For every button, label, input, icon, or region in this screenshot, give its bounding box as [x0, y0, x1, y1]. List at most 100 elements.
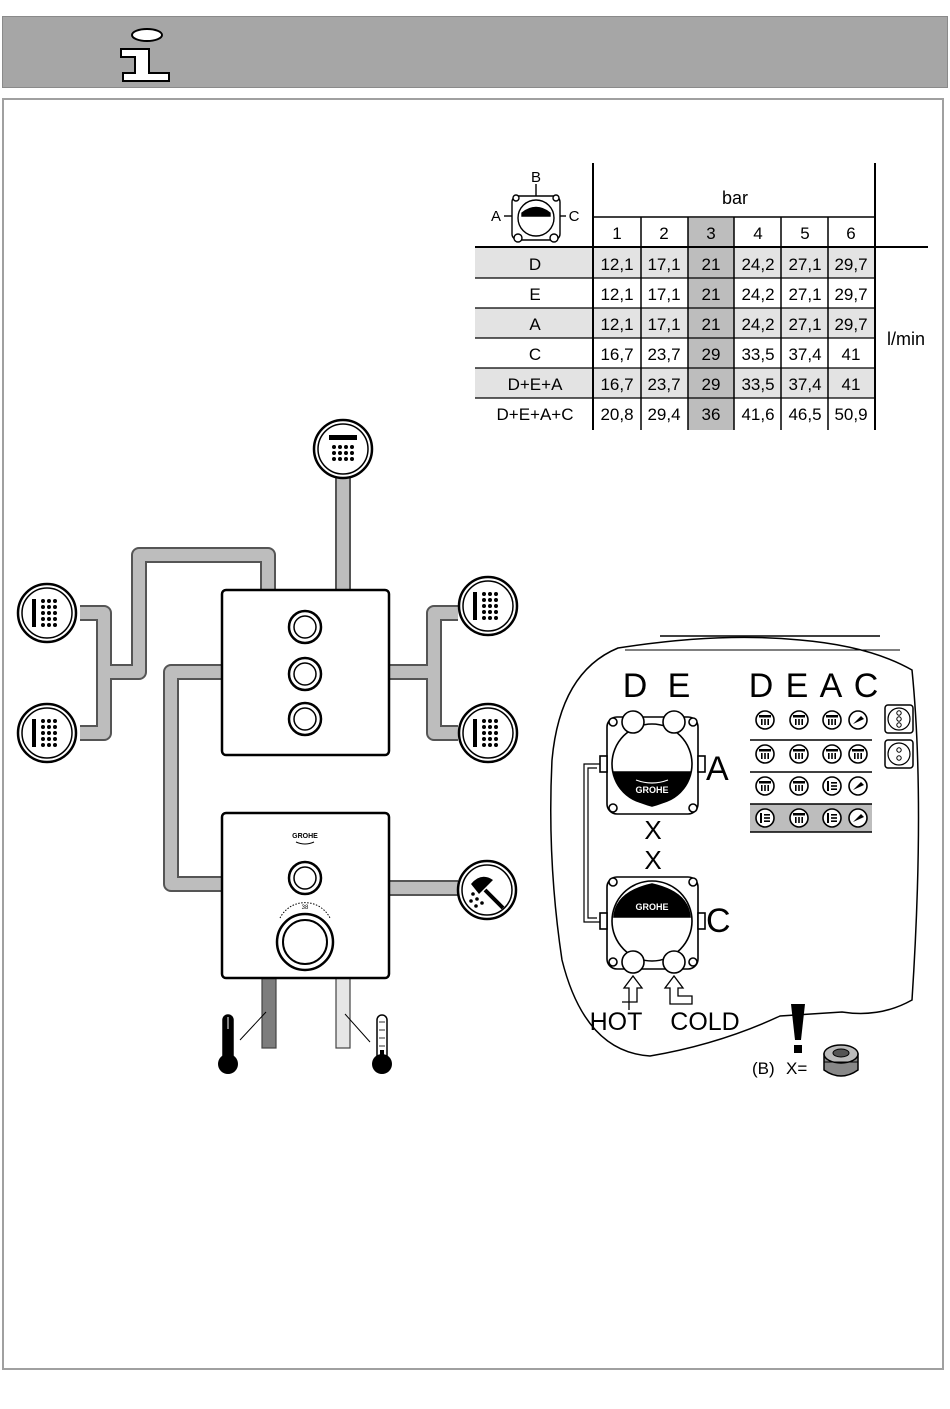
installation-detail: D E GROHE A X X GROHE C: [551, 636, 919, 1078]
grohe-logo: GROHE: [635, 785, 668, 795]
overhead-mini-icon: [790, 809, 808, 827]
lower-valve-body: [600, 877, 705, 973]
matrix-header-d: D: [749, 667, 774, 705]
column-header: 1: [612, 224, 621, 243]
column-header: 2: [659, 224, 668, 243]
valve-label-b: B: [531, 169, 541, 186]
outlet-label-a: A: [706, 750, 729, 788]
table-cell: 21: [702, 315, 721, 334]
table-cell: 41: [842, 375, 861, 394]
column-header: 5: [800, 224, 809, 243]
table-cell: 16,7: [600, 375, 633, 394]
cold-label: COLD: [670, 1008, 739, 1036]
overhead-mini-icon: [790, 711, 808, 729]
row-label: D+E+A: [508, 375, 563, 394]
overhead-mini-icon: [790, 777, 808, 795]
table-cell: 29,7: [834, 315, 867, 334]
hand-shower-icon: [458, 861, 516, 919]
table-cell: 46,5: [788, 405, 821, 424]
exclamation-icon: [791, 1004, 805, 1053]
table-cell: 17,1: [647, 255, 680, 274]
cold-supply-pipe: [336, 978, 350, 1048]
diverter-button-1[interactable]: [289, 611, 321, 643]
table-cell: 27,1: [788, 315, 821, 334]
overhead-mini-icon: [756, 745, 774, 763]
diverter-button-2[interactable]: [289, 658, 321, 690]
table-cell: 27,1: [788, 285, 821, 304]
x-mark-1: X: [644, 815, 661, 845]
overhead-shower-icon: [314, 420, 372, 478]
table-cell: 29,7: [834, 285, 867, 304]
table-cell: 29: [702, 345, 721, 364]
upper-valve-body: [600, 711, 705, 814]
plug-icon: [824, 1045, 858, 1076]
table-cell: 24,2: [741, 315, 774, 334]
row-label: A: [529, 315, 541, 334]
table-cell: 12,1: [600, 285, 633, 304]
grohe-logo: GROHE: [635, 902, 668, 912]
valve-label-a: A: [491, 208, 501, 225]
hand-shower-mini-icon: [849, 777, 867, 795]
table-cell: 20,8: [600, 405, 633, 424]
thermostat-button[interactable]: [289, 862, 321, 894]
body-jet-mini-icon: [756, 809, 774, 827]
thermometer-icon: [218, 1012, 266, 1074]
row-label: E: [529, 285, 540, 304]
table-cell: 50,9: [834, 405, 867, 424]
matrix-header-c: C: [854, 667, 879, 705]
table-cell: 17,1: [647, 315, 680, 334]
unit-lmin: l/min: [887, 329, 925, 349]
matrix-header-a: A: [820, 667, 843, 705]
grohe-logo: GROHE: [292, 833, 318, 840]
valve-body-icon: [504, 184, 566, 242]
table-cell: 24,2: [741, 255, 774, 274]
thermostat-module: GROHE 38: [222, 813, 389, 978]
table-cell: 17,1: [647, 285, 680, 304]
matrix-header-e: E: [786, 667, 809, 705]
thermometer-icon: [345, 1014, 392, 1074]
overhead-mini-icon: [756, 777, 774, 795]
overhead-mini-icon: [849, 745, 867, 763]
overhead-mini-icon: [823, 711, 841, 729]
temp-mark: 38: [302, 905, 309, 911]
button-plate-3-icon: [885, 705, 913, 733]
table-cell: 37,4: [788, 345, 821, 364]
table-cell: 27,1: [788, 255, 821, 274]
unit-bar: bar: [722, 188, 748, 208]
row-label: C: [529, 345, 541, 364]
diverter-module: [222, 590, 389, 755]
table-cell: 41,6: [741, 405, 774, 424]
button-plate-2-icon: [885, 740, 913, 768]
body-jet-icon: [18, 584, 76, 642]
overhead-mini-icon: [823, 745, 841, 763]
table-cell: 29,7: [834, 255, 867, 274]
outlet-label-c: C: [706, 902, 731, 940]
table-cell: 23,7: [647, 345, 680, 364]
flow-rate-table: B A C bar l/min 123456 D12,117,12124,227…: [475, 163, 928, 430]
plug-note-suffix: X=: [786, 1059, 807, 1078]
hot-supply-pipe: [262, 978, 276, 1048]
table-cell: 37,4: [788, 375, 821, 394]
column-header: 3: [706, 224, 715, 243]
table-cell: 16,7: [600, 345, 633, 364]
body-jet-icon: [18, 704, 76, 762]
body-jet-mini-icon: [823, 809, 841, 827]
table-cell: 33,5: [741, 375, 774, 394]
hand-shower-mini-icon: [849, 809, 867, 827]
outlet-label-d: D: [623, 667, 648, 705]
table-cell: 41: [842, 345, 861, 364]
outlet-label-e: E: [668, 667, 691, 705]
x-mark-2: X: [644, 845, 661, 875]
overhead-mini-icon: [756, 711, 774, 729]
hand-shower-mini-icon: [849, 711, 867, 729]
row-label: D+E+A+C: [496, 405, 573, 424]
table-cell: 33,5: [741, 345, 774, 364]
diverter-button-3[interactable]: [289, 703, 321, 735]
table-cell: 36: [702, 405, 721, 424]
overhead-mini-icon: [790, 745, 808, 763]
body-jet-mini-icon: [823, 777, 841, 795]
hot-label: HOT: [590, 1008, 643, 1036]
column-header: 4: [753, 224, 762, 243]
body-jet-icon: [459, 577, 517, 635]
temperature-knob[interactable]: [277, 914, 333, 970]
